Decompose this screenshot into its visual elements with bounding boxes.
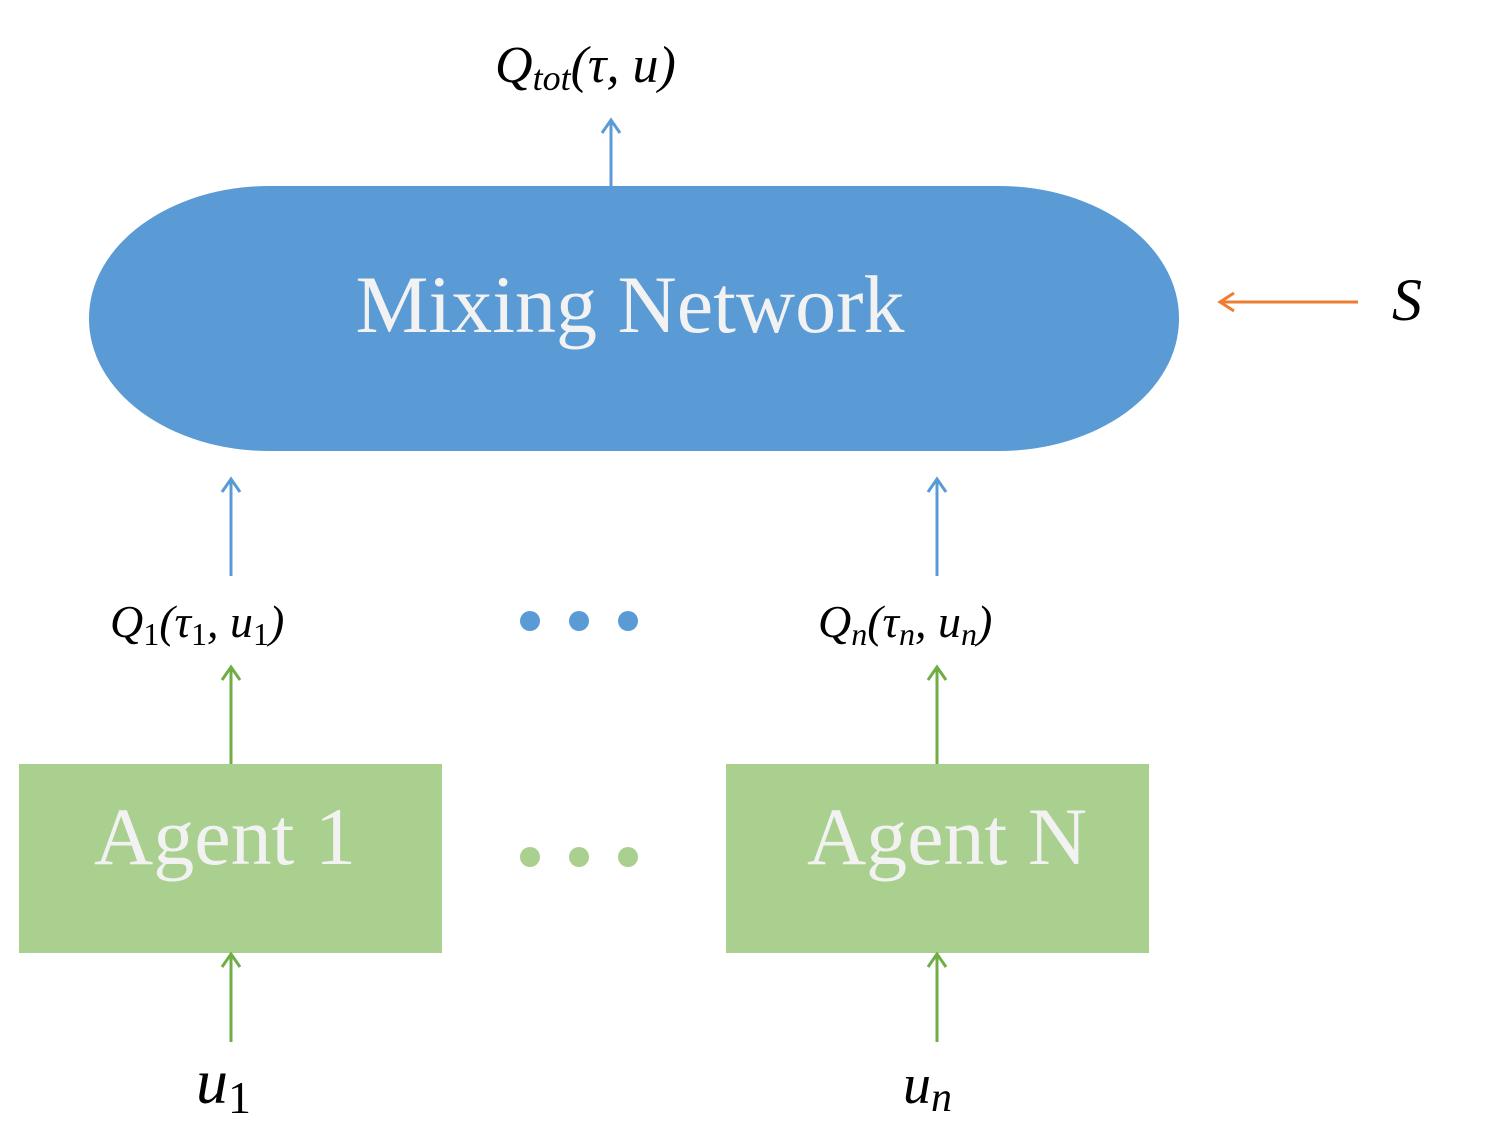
u1-base: u — [196, 1046, 228, 1117]
q-tot-args: (τ, u) — [571, 37, 676, 94]
un-sub: n — [931, 1075, 952, 1121]
qn-label: Qn(τn, un) — [818, 596, 992, 652]
agent-n-node: Agent N — [726, 764, 1149, 953]
mixing-network-label: Mixing Network — [356, 259, 905, 350]
arrow-un-to-agentn — [926, 951, 948, 1042]
un-base: u — [903, 1054, 931, 1116]
ellipsis-dots-icon — [520, 611, 638, 631]
ellipsis-dots-icon — [520, 847, 638, 867]
qn-sub3: n — [961, 616, 977, 652]
arrow-state-to-mixing — [1217, 291, 1358, 313]
arrow-qn-to-mixing — [926, 476, 948, 576]
un-label: un — [903, 1054, 952, 1121]
mixing-network-node: Mixing Network — [89, 186, 1179, 451]
qn-open: (τ — [867, 596, 900, 647]
q1-sub: 1 — [143, 616, 159, 652]
u1-label: u1 — [196, 1046, 251, 1123]
q1-close: ) — [266, 596, 284, 647]
q-tot-base: Q — [495, 37, 533, 94]
q1-open: (τ — [159, 596, 192, 647]
u1-sub: 1 — [228, 1072, 251, 1123]
arrow-agentn-to-qn — [926, 664, 948, 764]
q1-label: Q1(τ1, u1) — [110, 596, 284, 652]
qn-sub2: n — [899, 616, 915, 652]
qn-mid: , u — [915, 596, 961, 647]
qn-base: Q — [818, 596, 851, 647]
agent-1-label: Agent 1 — [94, 791, 356, 882]
q1-base: Q — [110, 596, 143, 647]
q1-sub3: 1 — [253, 616, 269, 652]
state-s-label: S — [1392, 267, 1422, 333]
arrow-q1-to-mixing — [220, 476, 242, 576]
qn-sub: n — [851, 616, 867, 652]
arrow-u1-to-agent1 — [220, 951, 242, 1042]
q1-sub2: 1 — [191, 616, 207, 652]
arrow-mixing-to-qtot — [600, 117, 622, 186]
qn-close: ) — [974, 596, 992, 647]
agent-1-node: Agent 1 — [19, 764, 442, 953]
agent-n-label: Agent N — [807, 791, 1087, 882]
q-tot-label: Qtot(τ, u) — [495, 37, 676, 98]
q-tot-sub: tot — [533, 58, 572, 98]
q1-mid: , u — [207, 596, 253, 647]
arrow-agent1-to-q1 — [220, 664, 242, 764]
